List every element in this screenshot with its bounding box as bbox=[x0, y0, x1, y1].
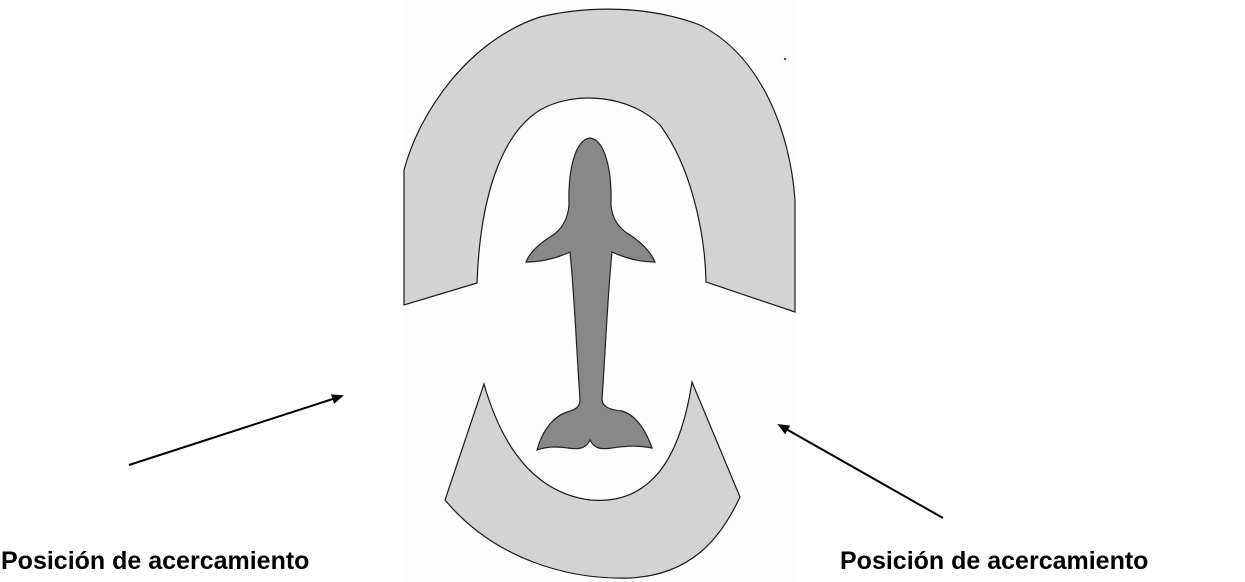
left-approach-arrow bbox=[128, 394, 344, 466]
front-zone-arc bbox=[403, 8, 796, 313]
right-approach-label: Posición de acercamiento bbox=[840, 547, 1149, 575]
left-approach-label: Posición de acercamiento bbox=[1, 547, 310, 575]
rear-zone-arc bbox=[444, 379, 741, 579]
right-approach-arrow bbox=[777, 424, 944, 519]
whale-silhouette bbox=[525, 137, 656, 451]
speck-dot bbox=[783, 57, 787, 61]
